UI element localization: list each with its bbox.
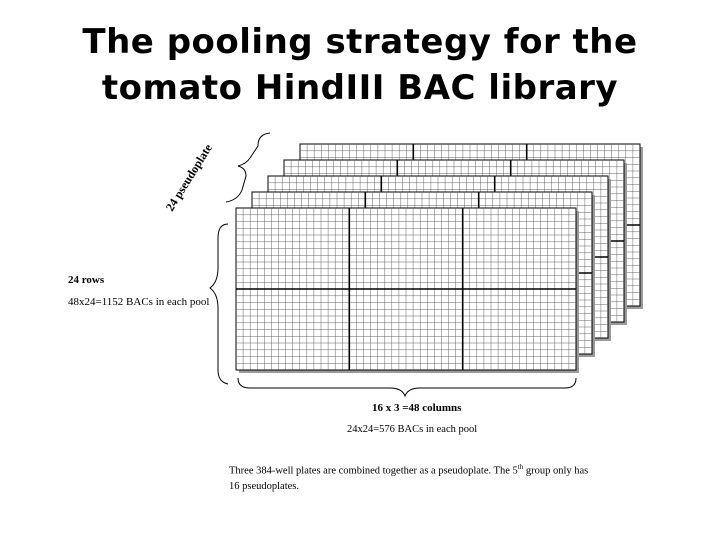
rows-pool-label: 48x24=1152 BACs in each pool [68,296,210,308]
pooling-note: Three 384-well plates are combined toget… [229,460,589,494]
columns-brace [237,377,577,398]
slide-title-line-1: The pooling strategy for the [82,22,638,62]
columns-pool-label: 24x24=576 BACs in each pool [347,424,478,435]
slide-title-line-2: tomato HindIII BAC library [101,68,619,108]
pseudoplate-brace [225,132,271,203]
note-text-end: group only has 16 pseudoplates. [229,465,589,492]
rows-label: 24 rows [68,274,105,286]
pseudoplate-label: 24 pseudoplate [163,141,216,214]
rows-brace [209,223,229,385]
note-superscript: th [517,463,524,471]
pseudoplate [235,207,579,373]
plate-stack [235,143,643,373]
columns-label: 16 x 3 =48 columns [372,402,462,414]
note-text-start: Three 384-well plates are combined toget… [229,465,518,477]
